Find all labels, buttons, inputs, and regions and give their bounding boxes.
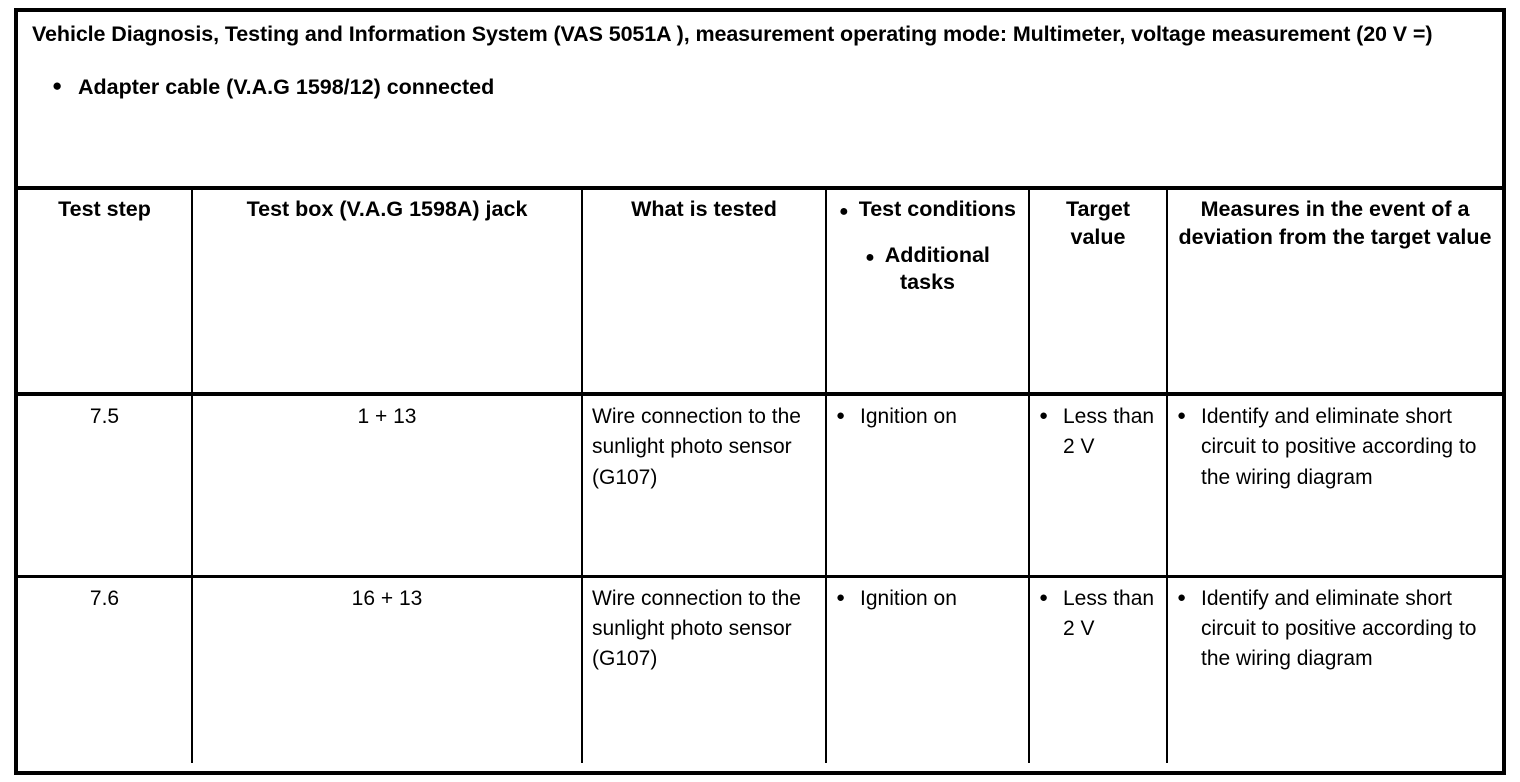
table-body: 7.5 1 + 13 Wire connection to the sunlig… [18,394,1502,763]
col-header-what-is-tested: What is tested [581,190,826,394]
cell-test-step: 7.5 [18,394,192,576]
cell-test-conditions: ● Ignition on [825,574,1029,763]
intro-block: Vehicle Diagnosis, Testing and Informati… [18,12,1502,190]
cell-test-conditions-value: Ignition on [860,405,957,428]
col-header-test-step-label: Test step [58,197,151,221]
cell-what-is-tested: Wire connection to the sunlight photo se… [581,574,826,763]
bullet-dot-icon: ● [1039,588,1049,606]
bullet-dot-icon: ● [865,248,875,266]
cell-jack: 16 + 13 [191,574,582,763]
list-item: ● Less than 2 V [1039,402,1157,463]
table-header-row: Test step Test box (V.A.G 1598A) jack Wh… [18,190,1502,394]
cell-jack-value: 16 + 13 [351,586,423,610]
col-header-test-conditions: ● Test conditions ● Additional tasks [825,190,1029,394]
col-header-test-conditions-label: Test conditions [858,197,1016,221]
bullet-dot-icon: ● [836,588,846,606]
bullet-dot-icon: ● [52,75,63,95]
col-header-bullet-additional-tasks: ● Additional tasks [836,242,1019,297]
diagnosis-table: Test step Test box (V.A.G 1598A) jack Wh… [18,190,1502,763]
cell-jack: 1 + 13 [191,394,582,576]
col-header-target-value: Target value [1028,190,1167,394]
col-header-test-box-jack: Test box (V.A.G 1598A) jack [191,190,582,394]
cell-measures: ● Identify and eliminate short circuit t… [1166,574,1502,763]
cell-target-value-list: ● Less than 2 V [1039,584,1157,645]
col-header-test-box-jack-label: Test box (V.A.G 1598A) jack [246,197,528,221]
cell-test-step: 7.6 [18,574,192,763]
col-header-measures-label: Measures in the event of a deviation fro… [1178,197,1492,249]
cell-measures-value: Identify and eliminate short circuit to … [1201,586,1477,671]
cell-measures: ● Identify and eliminate short circuit t… [1166,394,1502,576]
table-header: Test step Test box (V.A.G 1598A) jack Wh… [18,190,1502,394]
table-row: 7.5 1 + 13 Wire connection to the sunlig… [18,394,1502,576]
cell-measures-list: ● Identify and eliminate short circuit t… [1177,402,1493,493]
intro-bullet-item: ● Adapter cable (V.A.G 1598/12) connecte… [52,73,1488,102]
col-header-additional-tasks-label: Additional tasks [884,242,990,295]
cell-measures-value: Identify and eliminate short circuit to … [1201,405,1477,489]
cell-what-is-tested-value: Wire connection to the sunlight photo se… [592,586,801,671]
bullet-dot-icon: ● [1177,588,1187,606]
list-item: ● Identify and eliminate short circuit t… [1177,402,1493,493]
cell-test-conditions: ● Ignition on [825,394,1029,576]
intro-bullet-text: Adapter cable (V.A.G 1598/12) connected [78,74,495,99]
intro-bullet-list: ● Adapter cable (V.A.G 1598/12) connecte… [32,73,1488,102]
bullet-dot-icon: ● [836,407,846,424]
document-title: Vehicle Diagnosis, Testing and Informati… [32,22,1433,46]
bullet-dot-icon: ● [839,203,849,220]
table-row: 7.6 16 + 13 Wire connection to the sunli… [18,574,1502,763]
col-header-test-step: Test step [18,190,192,394]
cell-test-conditions-value: Ignition on [860,586,957,610]
col-header-what-is-tested-label: What is tested [631,197,777,221]
document-frame: Vehicle Diagnosis, Testing and Informati… [14,8,1506,775]
list-item: ● Ignition on [836,584,1019,614]
cell-target-value: ● Less than 2 V [1028,574,1167,763]
cell-jack-value: 1 + 13 [357,405,417,428]
cell-what-is-tested-value: Wire connection to the sunlight photo se… [592,405,801,489]
cell-target-value-text: Less than 2 V [1063,586,1155,640]
list-item: ● Less than 2 V [1039,584,1157,645]
col-header-target-value-label: Target value [1065,197,1131,249]
list-item: ● Identify and eliminate short circuit t… [1177,584,1493,675]
cell-what-is-tested: Wire connection to the sunlight photo se… [581,394,826,576]
col-header-bullet-test-conditions: ● Test conditions [836,196,1019,224]
col-header-measures: Measures in the event of a deviation fro… [1166,190,1502,394]
cell-target-value: ● Less than 2 V [1028,394,1167,576]
cell-test-step-value: 7.6 [89,586,120,610]
bullet-dot-icon: ● [1039,407,1049,424]
bullet-dot-icon: ● [1177,407,1187,424]
cell-measures-list: ● Identify and eliminate short circuit t… [1177,584,1493,675]
cell-test-conditions-list: ● Ignition on [836,402,1019,432]
list-item: ● Ignition on [836,402,1019,432]
cell-target-value-text: Less than 2 V [1063,405,1155,459]
cell-test-conditions-list: ● Ignition on [836,584,1019,614]
cell-target-value-list: ● Less than 2 V [1039,402,1157,463]
col-header-test-conditions-list: ● Test conditions ● Additional tasks [836,196,1019,297]
cell-test-step-value: 7.5 [89,405,120,428]
